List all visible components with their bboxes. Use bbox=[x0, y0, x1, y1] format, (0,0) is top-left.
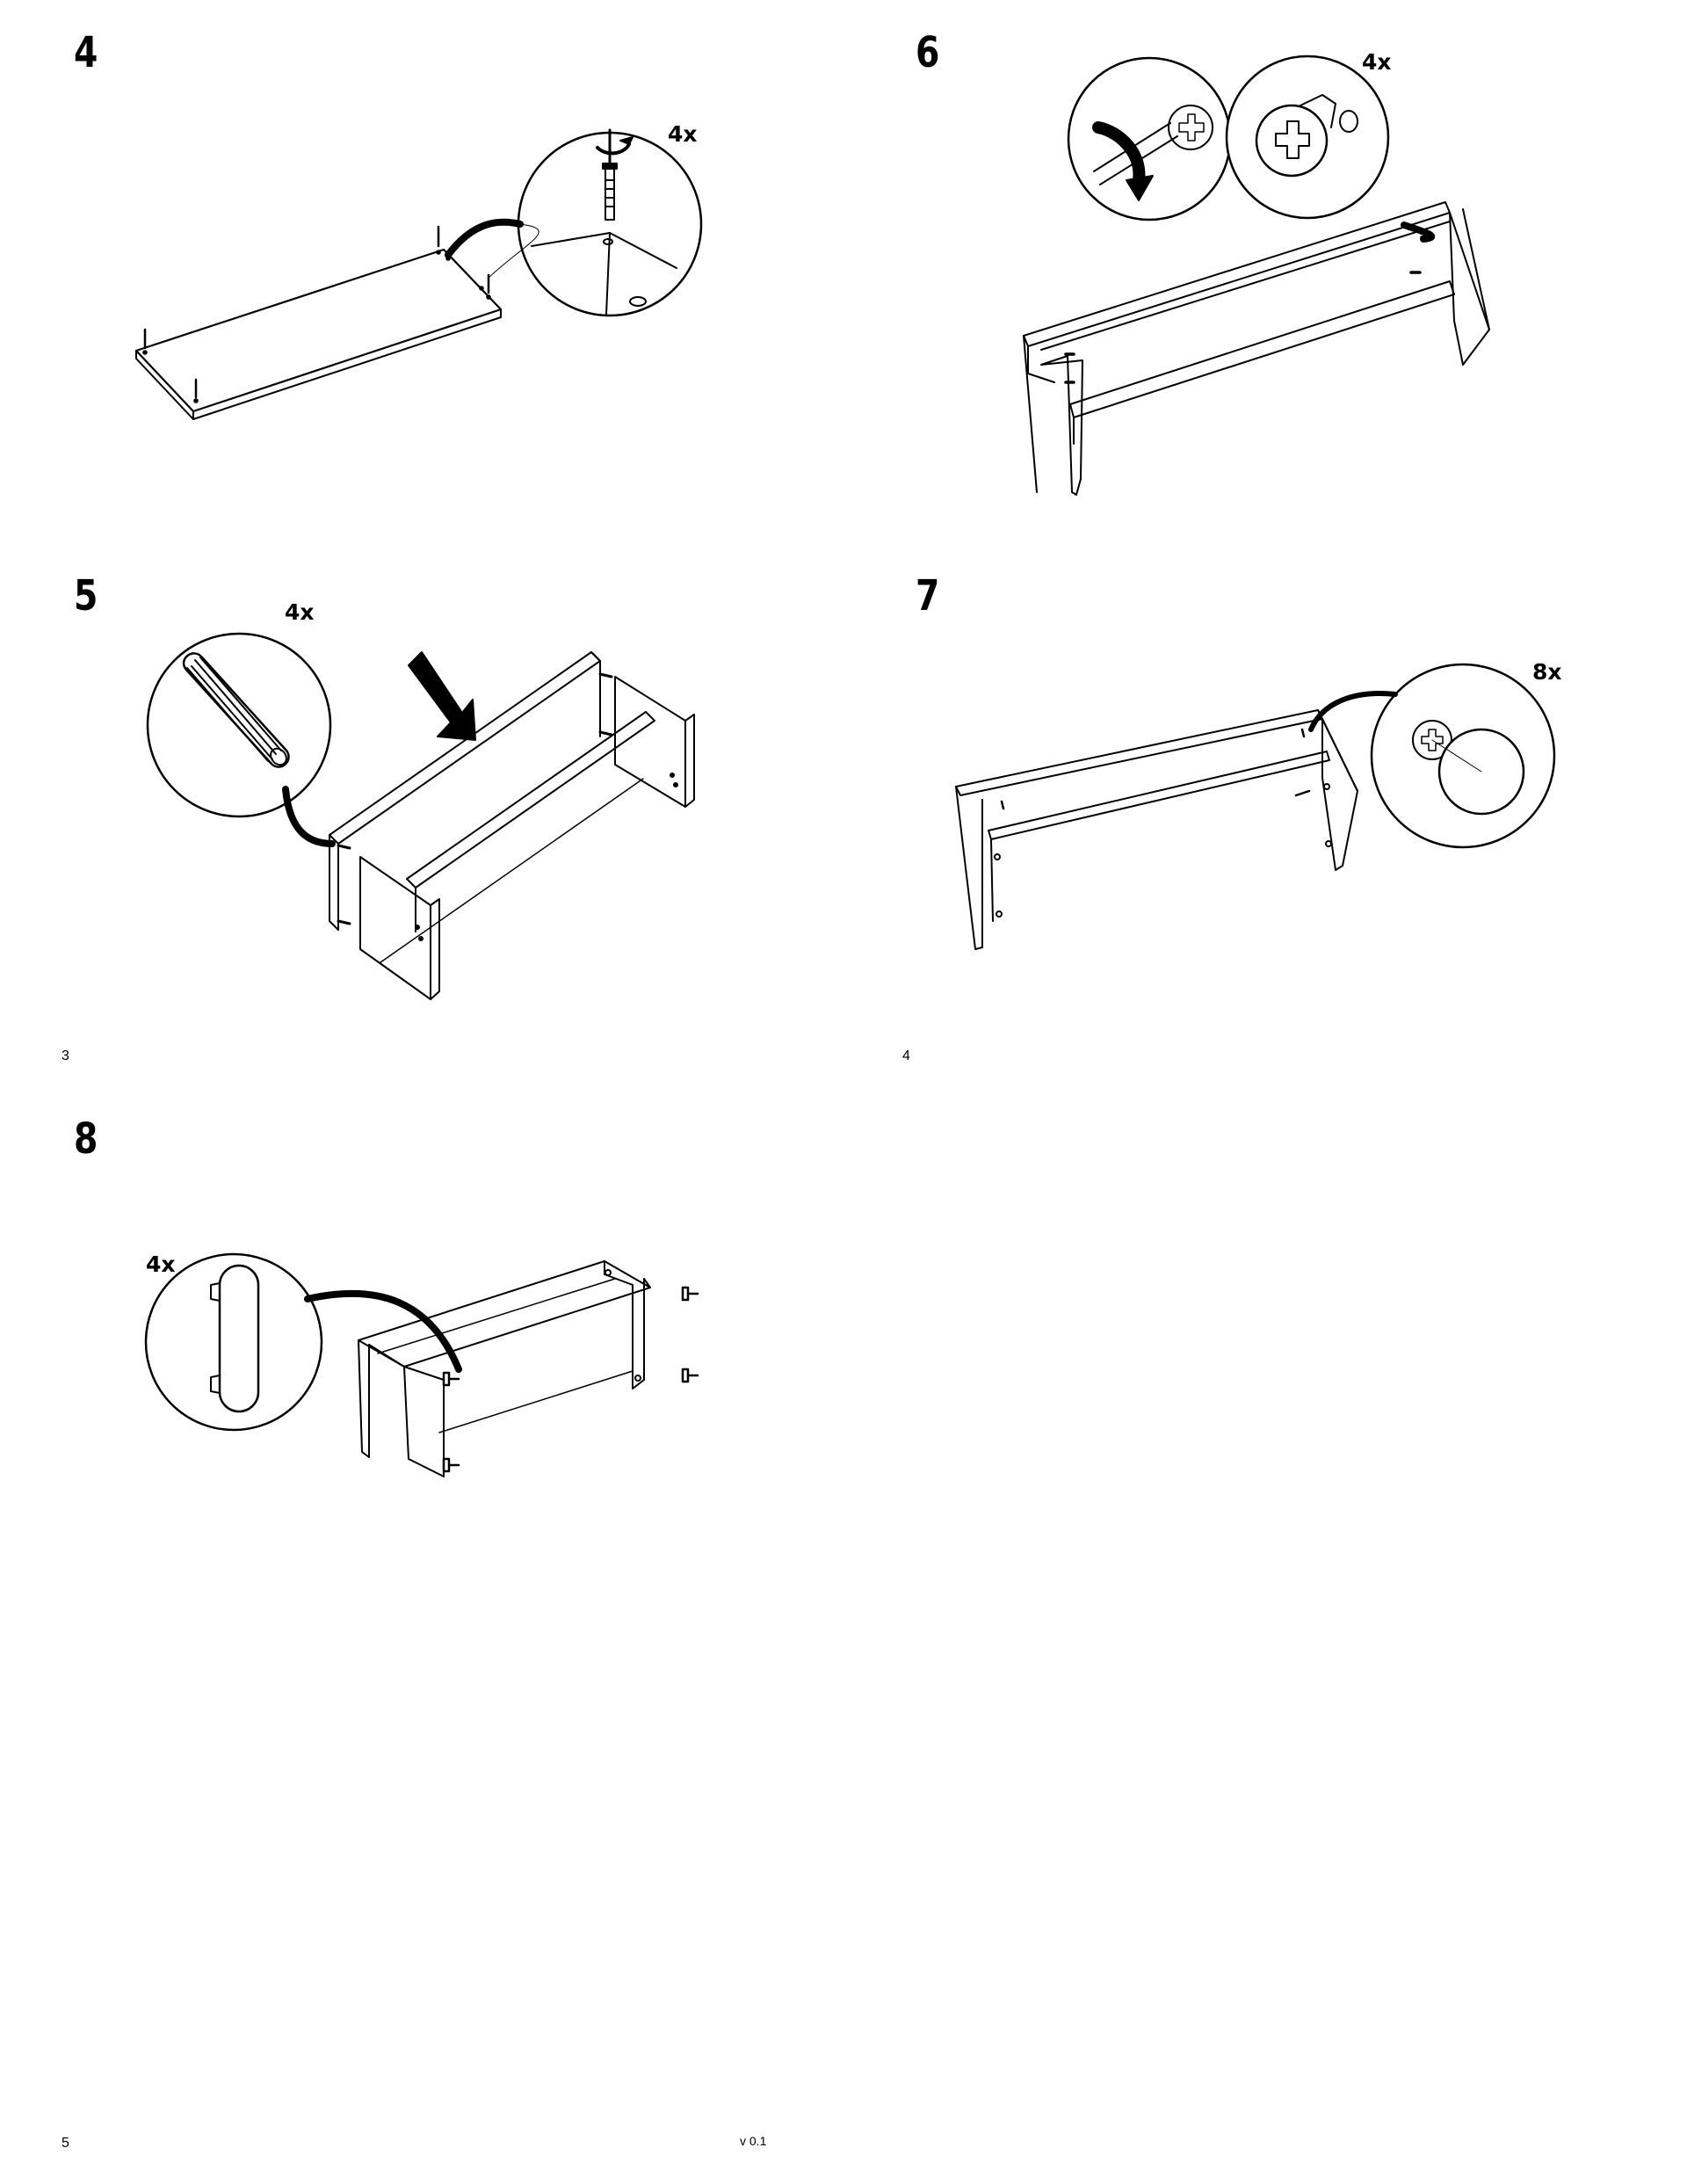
step-4-quantity: 4x bbox=[668, 121, 698, 147]
step-7-detail-circle bbox=[1311, 664, 1554, 847]
step-8-detail-circle bbox=[146, 1254, 459, 1430]
step-6-detail-circles bbox=[1068, 56, 1431, 239]
step-8-frame-illustration bbox=[358, 1261, 698, 1477]
foot-icon bbox=[444, 1288, 698, 1471]
step-number-5: 5 bbox=[74, 571, 98, 620]
furniture-foot-icon bbox=[211, 1266, 258, 1411]
arrow-icon bbox=[409, 652, 475, 740]
step-7-quantity: 8x bbox=[1532, 659, 1562, 685]
step-8-quantity: 4x bbox=[146, 1252, 176, 1277]
step-5-detail-circle bbox=[148, 634, 332, 844]
step-6-frame-illustration bbox=[1024, 202, 1489, 495]
step-5-frame-illustration bbox=[329, 652, 694, 999]
version-label: v 0.1 bbox=[740, 2134, 767, 2148]
rotate-arrow-icon bbox=[1098, 127, 1139, 180]
wooden-dowel-icon bbox=[184, 653, 289, 767]
step-7-frame-illustration bbox=[956, 710, 1358, 949]
cam-lock-icon bbox=[1256, 95, 1358, 176]
step-number-6: 6 bbox=[916, 28, 940, 77]
step-number-4: 4 bbox=[74, 28, 98, 77]
page-number-left: 3 bbox=[62, 1048, 69, 1063]
step-number-8: 8 bbox=[74, 1114, 98, 1164]
step-number-7: 7 bbox=[916, 571, 940, 620]
page-number-right: 4 bbox=[902, 1048, 910, 1063]
step-6-quantity: 4x bbox=[1362, 49, 1392, 75]
page-number-bottom: 5 bbox=[62, 2136, 69, 2151]
step-5-quantity: 4x bbox=[285, 599, 315, 625]
step-4-detail-circle bbox=[448, 130, 701, 316]
step-4-panel-illustration bbox=[136, 224, 539, 419]
